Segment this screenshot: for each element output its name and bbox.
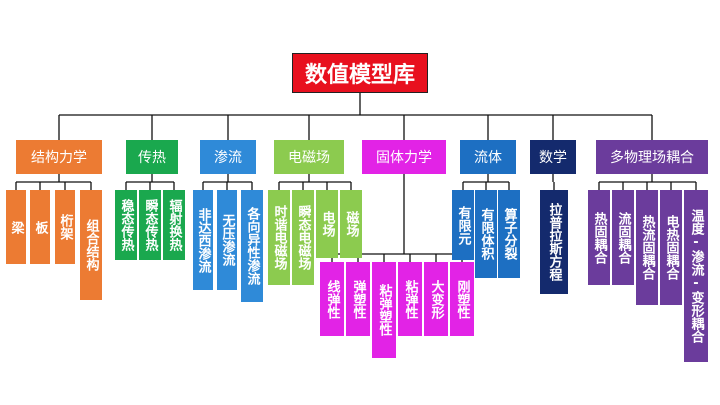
leaf-node: 稳态传热 bbox=[115, 190, 137, 260]
leaf-node: 大变形 bbox=[424, 262, 448, 336]
leaf-label: 拉普拉斯方程 bbox=[546, 203, 562, 281]
leaf-node: 热流固耦合 bbox=[636, 190, 658, 305]
leaf-label: 温度-渗流-变形耦合 bbox=[688, 209, 704, 343]
leaf-node: 时谐电磁场 bbox=[268, 190, 290, 285]
leaf-label: 非达西渗流 bbox=[195, 207, 211, 273]
leaf-label: 刚塑性 bbox=[454, 279, 470, 319]
category-label: 固体力学 bbox=[376, 150, 432, 166]
leaf-node: 有限体积 bbox=[475, 190, 497, 278]
leaf-label: 瞬态电磁场 bbox=[295, 205, 311, 270]
leaf-label: 弹塑性 bbox=[350, 279, 366, 319]
category-node: 传热 bbox=[126, 140, 178, 174]
leaf-node: 线弹性 bbox=[320, 262, 344, 336]
category-node: 数学 bbox=[530, 140, 576, 174]
leaf-label: 有限元 bbox=[455, 205, 471, 245]
leaf-node: 粘弹性 bbox=[398, 262, 422, 336]
category-node: 多物理场耦合 bbox=[596, 140, 708, 174]
leaf-label: 粘弹塑性 bbox=[376, 284, 392, 336]
category-node: 渗流 bbox=[200, 140, 256, 174]
category-node: 电磁场 bbox=[274, 140, 344, 174]
category-label: 渗流 bbox=[214, 150, 242, 166]
leaf-node: 板 bbox=[30, 190, 50, 264]
leaf-label: 瞬态传热 bbox=[142, 199, 158, 251]
leaf-node: 流固耦合 bbox=[612, 190, 634, 285]
leaf-node: 非达西渗流 bbox=[193, 190, 213, 290]
leaf-node: 电热固耦合 bbox=[660, 190, 682, 305]
leaf-node: 梁 bbox=[6, 190, 26, 264]
category-node: 流体 bbox=[460, 140, 516, 174]
leaf-label: 组合结构 bbox=[83, 219, 99, 271]
leaf-node: 粘弹塑性 bbox=[372, 262, 396, 358]
leaf-label: 桁架 bbox=[57, 214, 73, 240]
category-label: 多物理场耦合 bbox=[610, 150, 694, 166]
leaf-node: 算子分裂 bbox=[498, 190, 520, 278]
leaf-node: 瞬态电磁场 bbox=[292, 190, 314, 285]
category-label: 结构力学 bbox=[31, 150, 87, 166]
leaf-label: 算子分裂 bbox=[501, 208, 517, 260]
leaf-label: 梁 bbox=[8, 220, 24, 234]
leaf-node: 辐射换热 bbox=[163, 190, 185, 260]
leaf-node: 桁架 bbox=[55, 190, 75, 264]
leaf-node: 磁场 bbox=[340, 190, 362, 258]
leaf-label: 大变形 bbox=[428, 279, 444, 319]
category-label: 流体 bbox=[474, 150, 502, 166]
leaf-node: 刚塑性 bbox=[450, 262, 474, 336]
leaf-node: 拉普拉斯方程 bbox=[540, 190, 568, 294]
leaf-node: 组合结构 bbox=[80, 190, 102, 300]
leaf-label: 无压渗流 bbox=[219, 214, 235, 266]
leaf-label: 各向异性渗流 bbox=[244, 207, 260, 285]
leaf-label: 电热固耦合 bbox=[663, 215, 679, 280]
leaf-label: 磁场 bbox=[343, 211, 359, 237]
leaf-label: 有限体积 bbox=[478, 208, 494, 260]
leaf-label: 流固耦合 bbox=[615, 211, 631, 264]
leaf-node: 瞬态传热 bbox=[139, 190, 161, 260]
root-node: 数值模型库 bbox=[292, 53, 428, 93]
leaf-label: 板 bbox=[32, 220, 48, 234]
leaf-label: 热流固耦合 bbox=[639, 215, 655, 280]
leaf-label: 稳态传热 bbox=[118, 199, 134, 251]
category-label: 数学 bbox=[539, 150, 567, 166]
leaf-label: 辐射换热 bbox=[166, 199, 182, 251]
leaf-label: 线弹性 bbox=[324, 279, 340, 319]
leaf-node: 有限元 bbox=[452, 190, 474, 260]
leaf-node: 弹塑性 bbox=[346, 262, 370, 336]
leaf-node: 温度-渗流-变形耦合 bbox=[684, 190, 708, 362]
category-label: 传热 bbox=[138, 150, 166, 166]
leaf-node: 热固耦合 bbox=[588, 190, 610, 285]
leaf-label: 热固耦合 bbox=[591, 211, 607, 264]
leaf-label: 电场 bbox=[319, 211, 335, 237]
category-node: 固体力学 bbox=[362, 140, 446, 174]
leaf-label: 粘弹性 bbox=[402, 279, 418, 319]
category-label: 电磁场 bbox=[288, 150, 330, 166]
leaf-node: 无压渗流 bbox=[217, 190, 237, 290]
leaf-node: 各向异性渗流 bbox=[241, 190, 263, 302]
leaf-label: 时谐电磁场 bbox=[271, 205, 287, 270]
leaf-node: 电场 bbox=[316, 190, 338, 258]
root-label: 数值模型库 bbox=[304, 63, 415, 88]
category-node: 结构力学 bbox=[16, 140, 102, 174]
